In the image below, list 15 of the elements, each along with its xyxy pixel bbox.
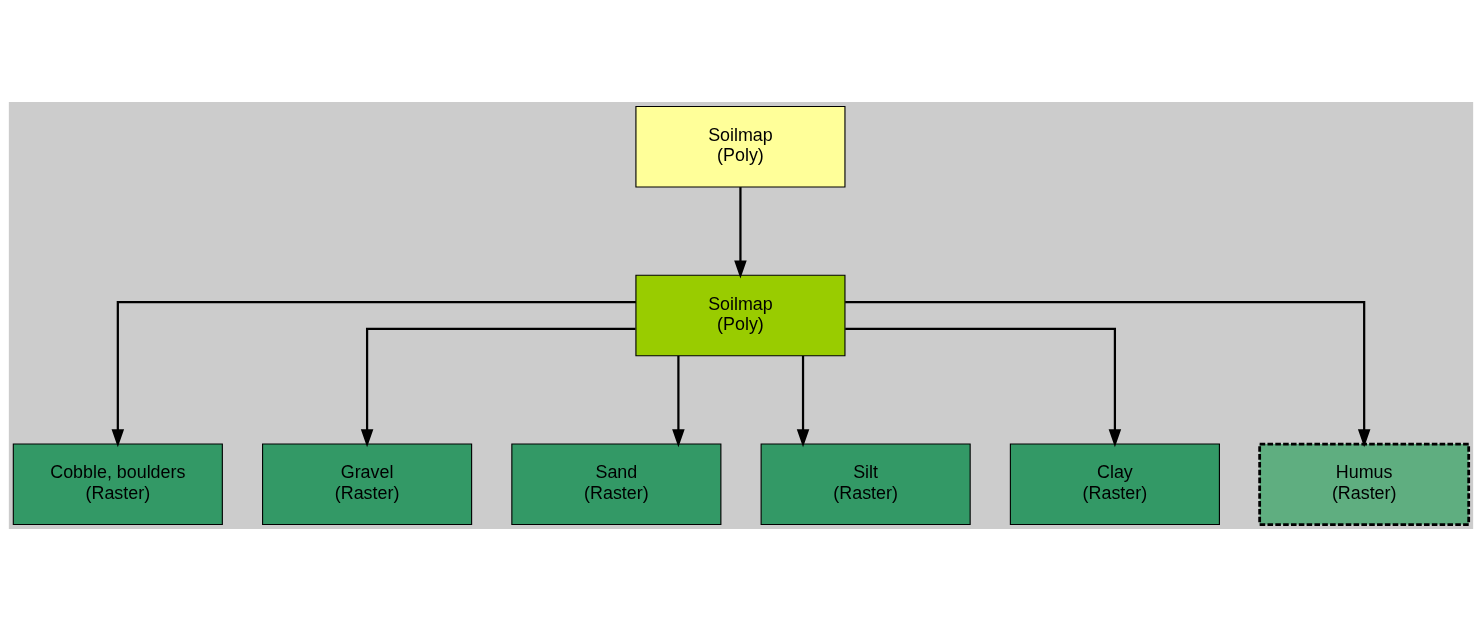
arrow (734, 187, 747, 279)
node-box: Clay (Raster) (1009, 443, 1220, 526)
arrow (360, 327, 636, 448)
arrow (845, 327, 1122, 448)
node-box: Silt (Raster) (760, 443, 971, 526)
arrow (672, 355, 685, 448)
node-box: Soilmap (Poly) (635, 274, 846, 357)
node-box: Humus (Raster) (1258, 442, 1471, 526)
node-box: Sand (Raster) (511, 443, 722, 526)
arrow (845, 300, 1371, 448)
node-box: Soilmap (Poly) (635, 105, 846, 188)
arrow (111, 300, 636, 448)
node-box: Cobble, boulders (Raster) (12, 443, 223, 526)
arrow (796, 355, 810, 448)
node-box: Gravel (Raster) (262, 443, 473, 526)
